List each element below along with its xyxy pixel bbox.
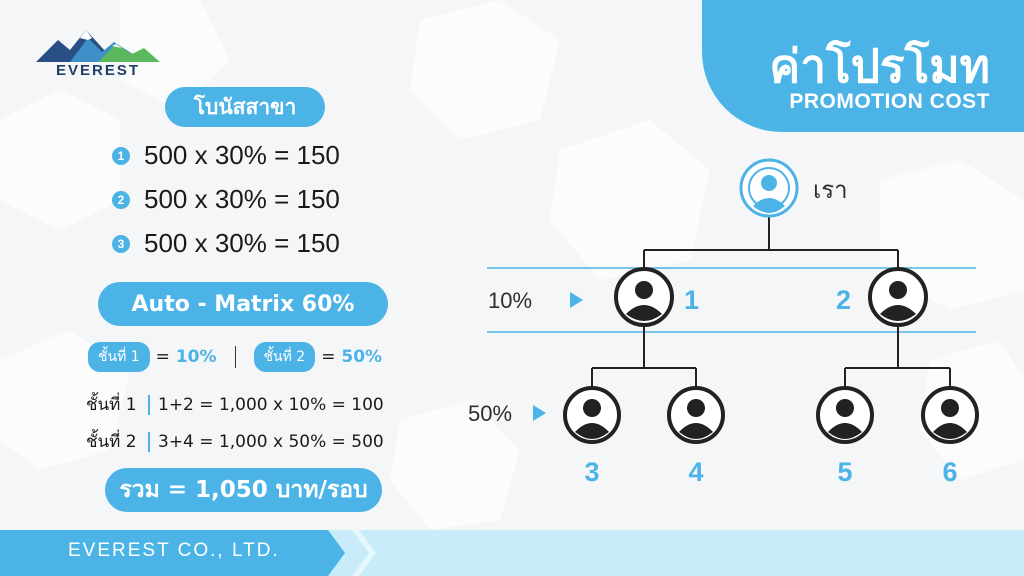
divider [148, 394, 150, 415]
footer-company-name: EVEREST CO., LTD. [68, 540, 280, 561]
layer-label: ชั้นที่ 2 [86, 432, 137, 452]
layer1-pill: ชั้นที่ 1 [88, 342, 150, 372]
layer1-value: 10% [175, 347, 217, 367]
arrow-right-icon [533, 405, 546, 421]
divider [234, 346, 236, 368]
everest-mountain-logo [36, 30, 160, 62]
layer-formula: 1+2 = 1,000 x 10% = 100 [158, 394, 384, 415]
node-number: 4 [688, 457, 703, 487]
root-user-icon [739, 158, 799, 218]
auto-matrix-pill: Auto - Matrix 60% [98, 282, 388, 326]
user-icon [563, 386, 621, 444]
bonus-row: 2 500 x 30% = 150 [112, 184, 340, 215]
layer-calc-row: ชั้นที่ 2 3+4 = 1,000 x 50% = 500 [86, 428, 384, 455]
branch-bonus-pill: โบนัสสาขา [165, 87, 325, 127]
number-badge: 1 [112, 146, 130, 165]
layer-calc-row: ชั้นที่ 1 1+2 = 1,000 x 10% = 100 [86, 391, 384, 418]
bonus-formula: 500 x 30% = 150 [144, 228, 340, 258]
page-title-english: PROMOTION COST [789, 90, 990, 113]
bonus-formula: 500 x 30% = 150 [144, 184, 340, 214]
total-pill: รวม = 1,050 บาท/รอบ [105, 468, 382, 512]
logo-text: EVEREST [55, 62, 141, 79]
layer2-pill: ชั้นที่ 2 [253, 342, 316, 372]
layer-label: ชั้นที่ 1 [86, 395, 137, 415]
user-icon [667, 386, 725, 444]
user-icon [868, 267, 928, 327]
node-number: 6 [942, 457, 957, 487]
node-number: 2 [836, 285, 851, 315]
user-icon [816, 386, 874, 444]
bonus-row: 3 500 x 30% = 150 [112, 228, 340, 259]
divider [148, 431, 150, 452]
footer-arrow [0, 530, 345, 576]
node-number: 5 [837, 457, 852, 487]
page-title-thai: ค่าโปรโมท [769, 39, 990, 93]
number-badge: 3 [112, 234, 130, 253]
bonus-row: 1 500 x 30% = 150 [112, 140, 340, 171]
arrow-right-icon [570, 292, 583, 308]
equals-sign: = [155, 347, 170, 367]
user-icon [614, 267, 674, 327]
user-icon [921, 386, 979, 444]
bonus-formula: 500 x 30% = 150 [144, 140, 340, 170]
title-tab [702, 0, 1024, 132]
node-number: 1 [684, 285, 699, 315]
tree-connectors [591, 214, 951, 388]
row1-percent: 10% [488, 288, 532, 313]
layer2-value: 50% [341, 347, 383, 367]
layer-formula: 3+4 = 1,000 x 50% = 500 [158, 431, 384, 452]
row2-percent: 50% [468, 401, 512, 426]
number-badge: 2 [112, 190, 130, 209]
root-label: เรา [813, 176, 848, 204]
node-number: 3 [584, 457, 599, 487]
layer-percentages: ชั้นที่ 1 = 10% ชั้นที่ 2 = 50% [88, 342, 388, 372]
equals-sign: = [321, 347, 336, 367]
